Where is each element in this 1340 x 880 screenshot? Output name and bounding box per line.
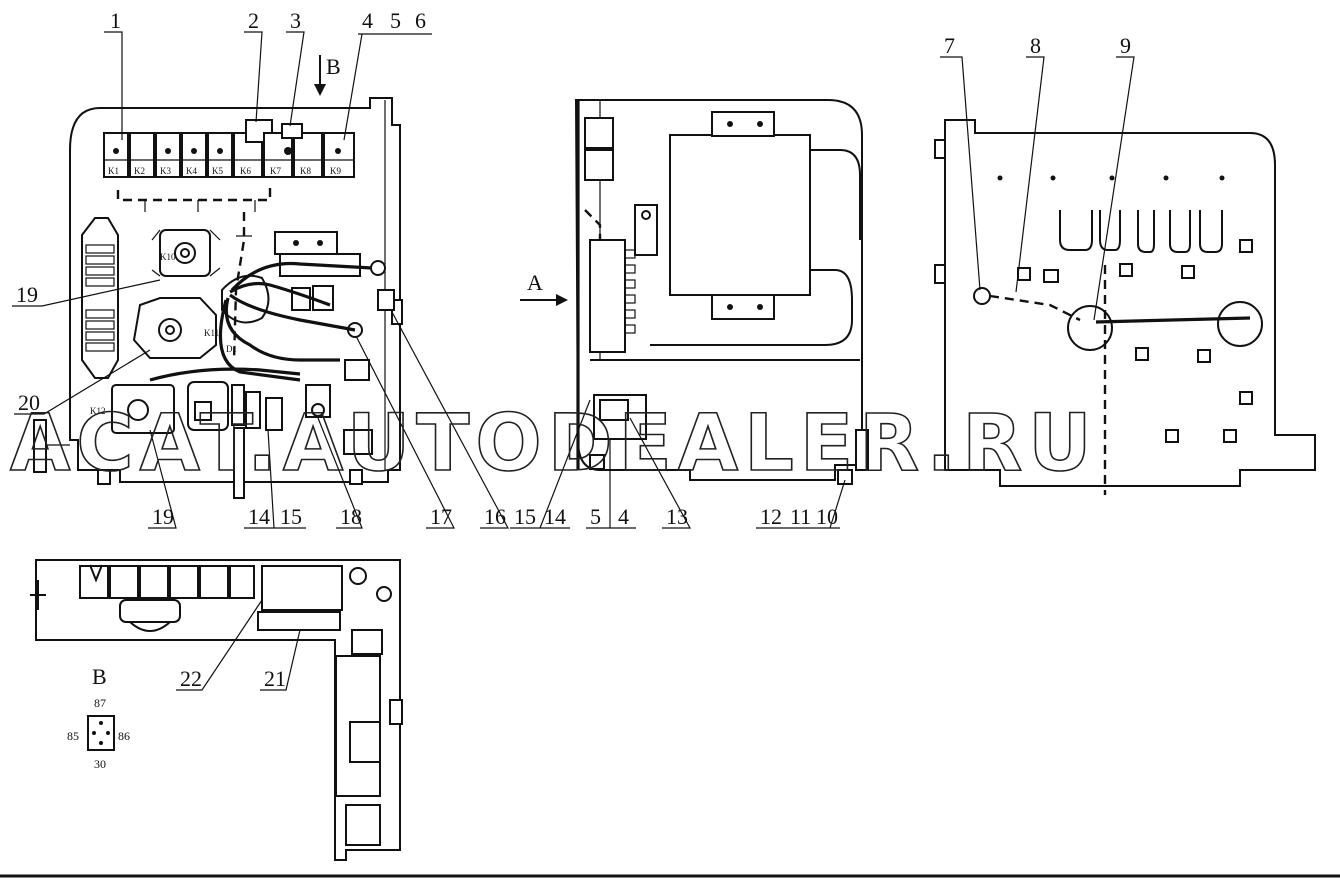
view-b-panel: 87 85 86 30 B [30, 559, 403, 861]
callout-14a: 14 [248, 504, 270, 529]
callout-14b: 14 [544, 504, 566, 529]
flasher-k10: K10 [151, 229, 221, 277]
relay-label-k3: K3 [160, 166, 171, 176]
callout-19b: 19 [152, 504, 174, 529]
label-k10: K10 [160, 252, 176, 262]
callout-5-lower: 5 [590, 504, 601, 529]
callout-2: 2 [248, 8, 259, 33]
callout-6: 6 [415, 8, 426, 33]
callout-12: 12 [760, 504, 782, 529]
label-k11: K11 [204, 328, 219, 338]
callout-7: 7 [944, 33, 955, 58]
relay-k11: K11 [132, 297, 219, 359]
relay-label-k7: K7 [270, 166, 281, 176]
relay-label-k8: K8 [300, 166, 311, 176]
pin-30-label: 30 [94, 757, 106, 771]
callout-9: 9 [1120, 33, 1131, 58]
pin-87-label: 87 [94, 696, 106, 710]
front-view-panel: K1 K2 K3 K4 K5 K6 K7 K8 K9 [33, 97, 403, 499]
callout-18: 18 [340, 504, 362, 529]
callout-21: 21 [264, 666, 286, 691]
rear-view-panel [934, 119, 1316, 495]
callout-15b: 15 [514, 504, 536, 529]
callout-8: 8 [1030, 33, 1041, 58]
watermark-text: ACAT.AUTODEALER.RU [10, 399, 1098, 489]
relay-label-k6: K6 [240, 166, 251, 176]
relay-label-k2: K2 [134, 166, 145, 176]
callout-3: 3 [290, 8, 301, 33]
callout-1: 1 [110, 8, 121, 33]
callout-22: 22 [180, 666, 202, 691]
callout-13: 13 [666, 504, 688, 529]
relay-label-k5: K5 [212, 166, 223, 176]
relay-row: K1 K2 K3 K4 K5 K6 K7 K8 K9 [103, 119, 355, 212]
callout-17: 17 [430, 504, 452, 529]
label-k12: K12 [90, 406, 106, 416]
callout-4-lower: 4 [618, 504, 629, 529]
fuse-block [81, 217, 119, 379]
view-b-detail-label: B [92, 664, 107, 689]
callout-11: 11 [790, 504, 811, 529]
relay-label-k1: K1 [108, 166, 119, 176]
pin-85-label: 85 [67, 729, 79, 743]
callouts: 1 2 3 4 5 6 7 8 9 19 20 19 14 15 18 17 1… [12, 8, 1135, 691]
callout-10: 10 [816, 504, 838, 529]
relay-label-k4: K4 [186, 166, 197, 176]
side-view-panel: A [520, 99, 869, 485]
relay-label-k9: K9 [330, 166, 341, 176]
view-b-arrow: B [314, 54, 341, 96]
callout-5: 5 [390, 8, 401, 33]
pin-86-label: 86 [118, 729, 130, 743]
label-d1: D1 [226, 344, 237, 354]
view-a-label: A [527, 270, 543, 295]
callout-16: 16 [484, 504, 506, 529]
view-b-label: B [326, 54, 341, 79]
callout-4: 4 [362, 8, 373, 33]
callout-19a: 19 [16, 282, 38, 307]
callout-20: 20 [18, 390, 40, 415]
callout-15a: 15 [280, 504, 302, 529]
